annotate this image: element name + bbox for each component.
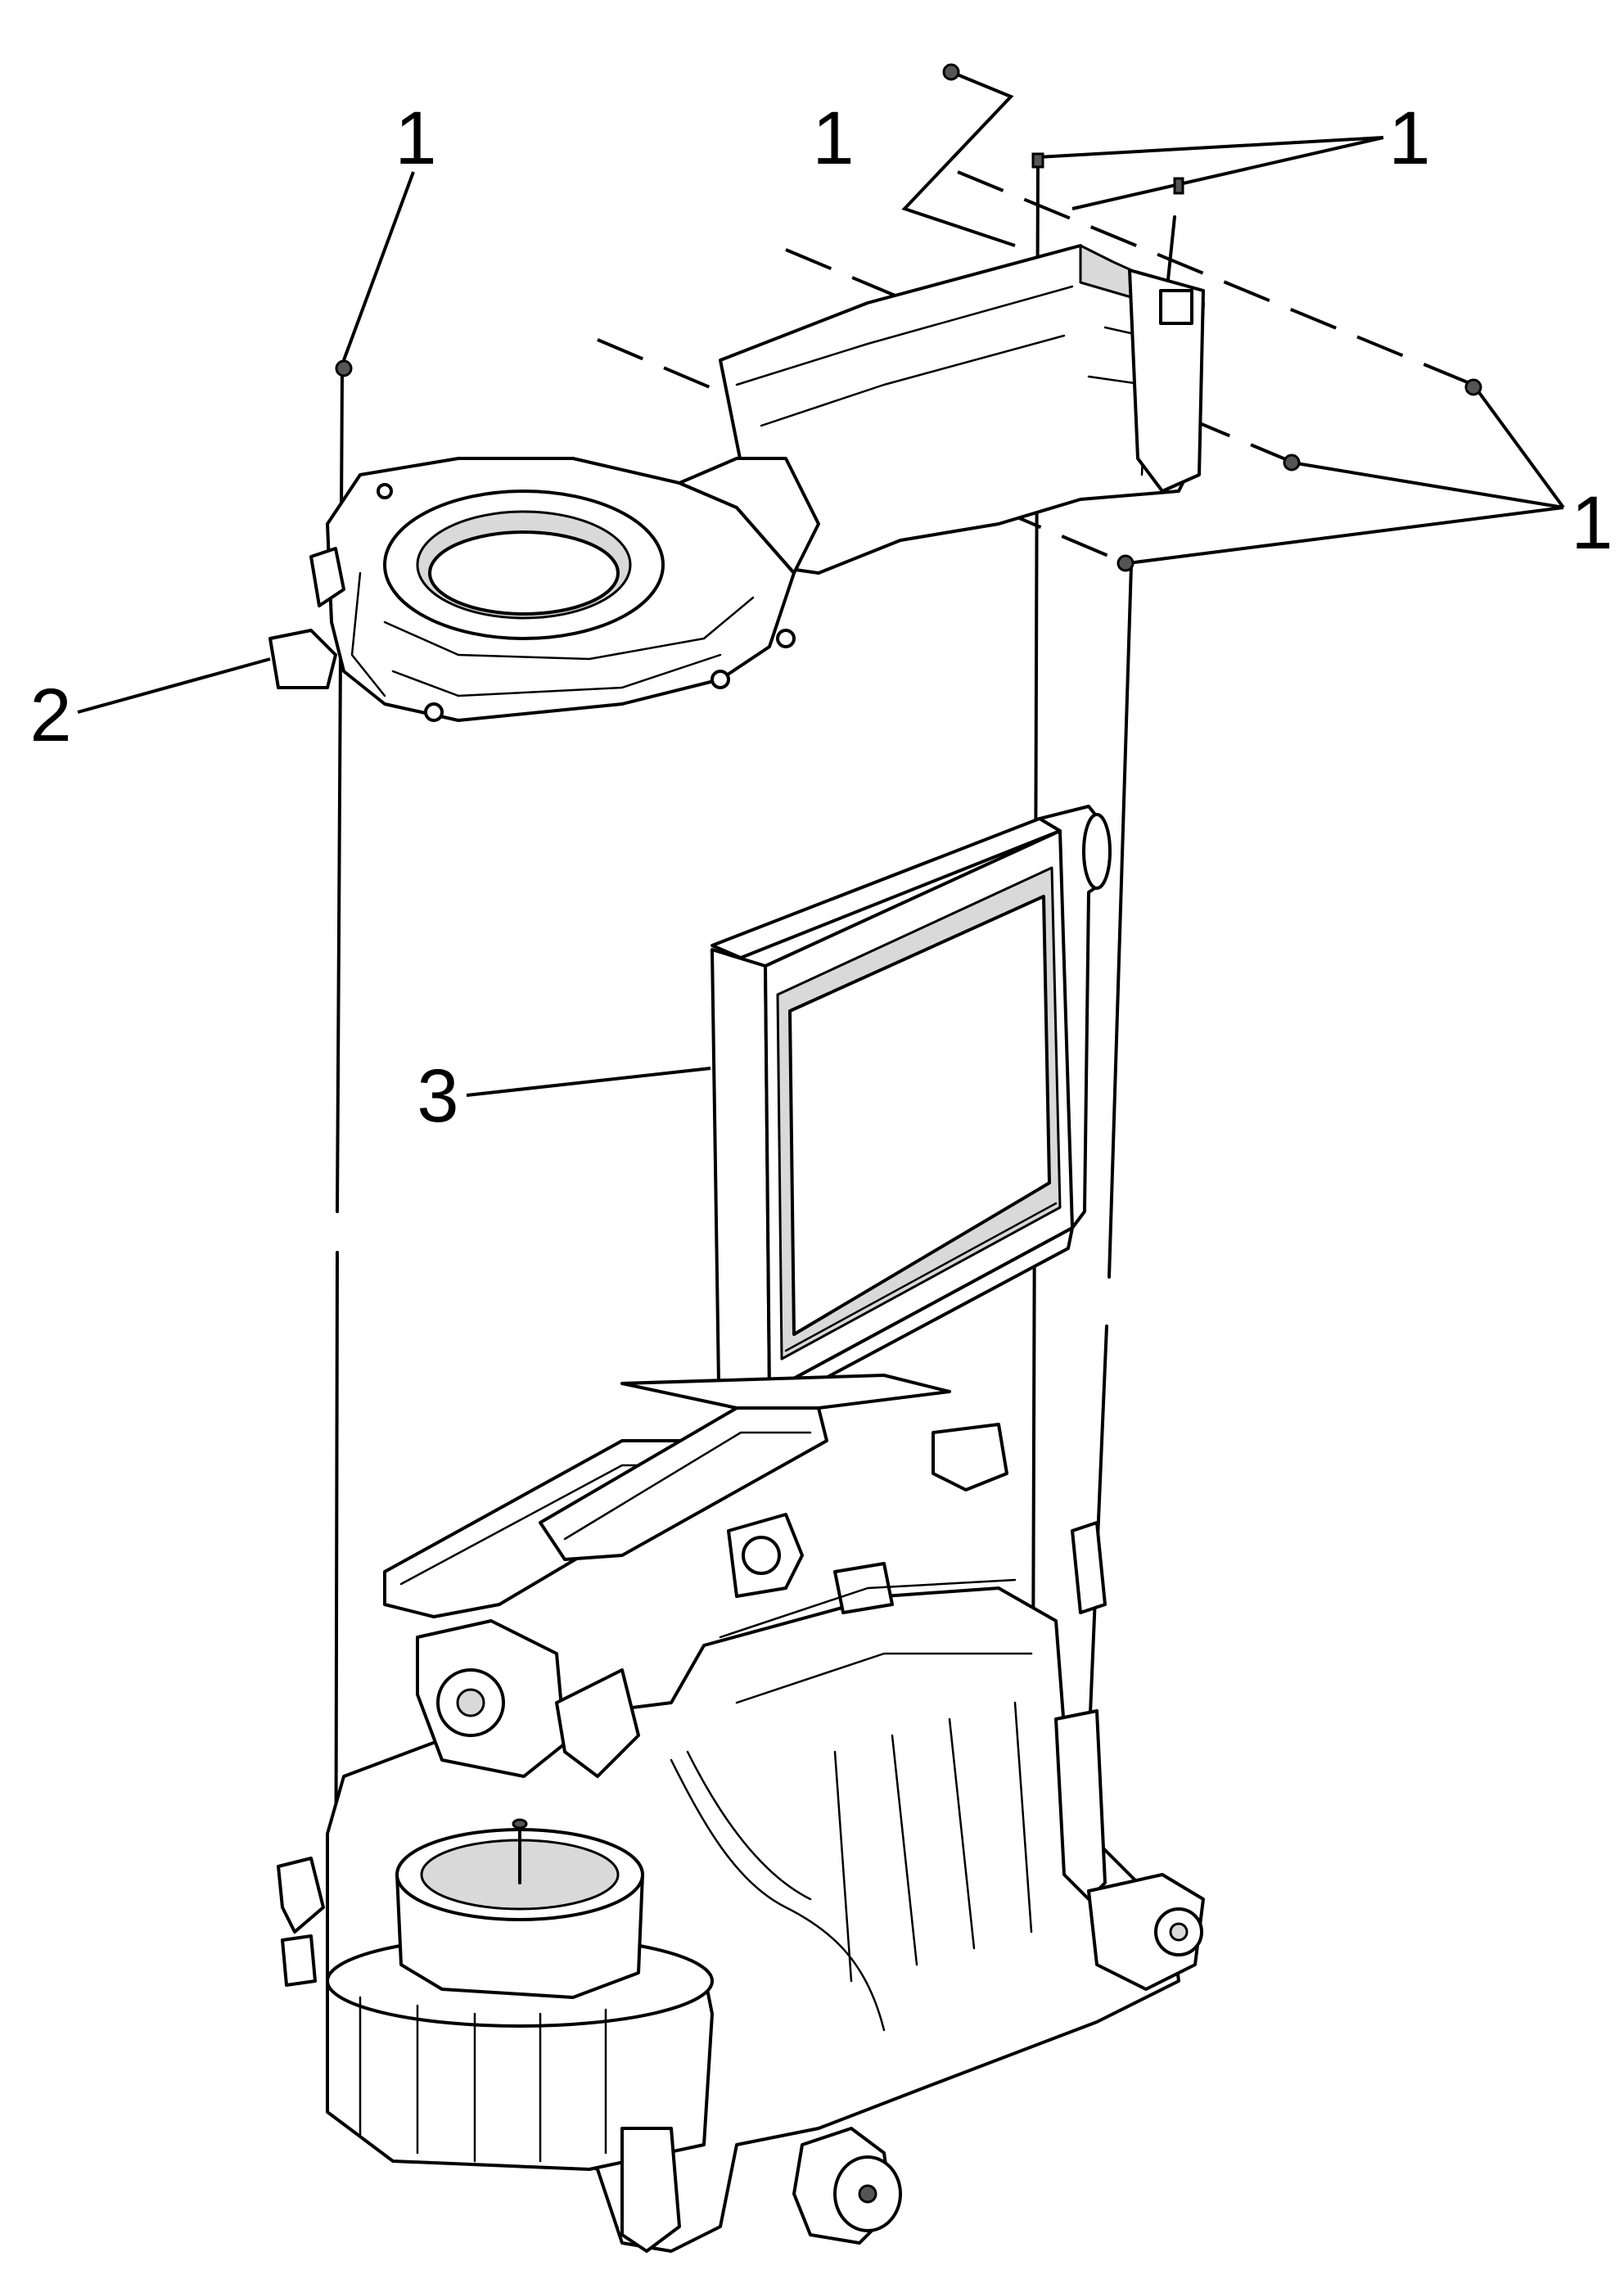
screw-icon (1031, 152, 1044, 169)
screw-icon (1283, 454, 1301, 472)
screw-icon (335, 359, 353, 377)
screw-icon (1464, 378, 1482, 396)
screw-icon (1173, 177, 1184, 195)
callout-label-fastener-top-right: 1 (1388, 97, 1430, 180)
callout-labels: 1 1 1 1 2 3 (29, 97, 1613, 1138)
callout-label-upper-case: 2 (29, 674, 71, 757)
screw-fasteners (335, 63, 1482, 572)
upper-evaporator-case (268, 244, 1205, 722)
callout-label-fastener-right: 1 (1571, 481, 1613, 565)
screw-icon (1116, 554, 1135, 572)
lower-case-assembly (277, 1374, 1205, 2253)
callout-label-fastener-top-left: 1 (395, 97, 436, 180)
evaporator-core (710, 805, 1112, 1410)
screw-icon (942, 63, 960, 81)
callout-label-evaporator-core: 3 (417, 1054, 458, 1138)
callout-label-fastener-top-center: 1 (812, 97, 854, 180)
